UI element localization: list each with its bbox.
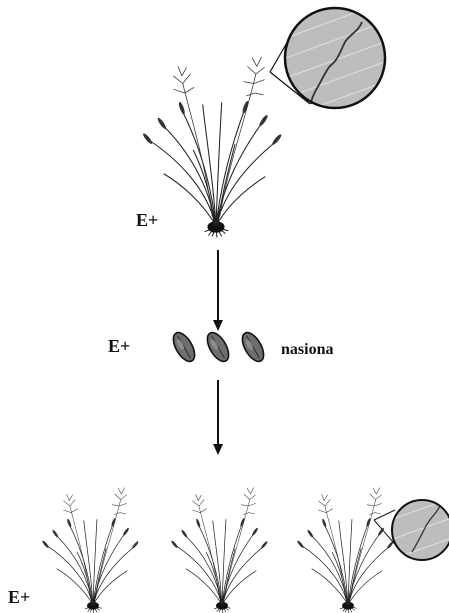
label-seed-e-plus: E+ [108, 336, 130, 357]
offspring-plants [41, 488, 394, 613]
seeds-group [169, 329, 268, 365]
grass-plant-icon [41, 488, 139, 613]
label-parent-e-plus: E+ [136, 210, 158, 231]
grass-plant-icon [170, 488, 268, 613]
small-magnifier-icon [390, 495, 449, 560]
magnifier-icon [280, 0, 390, 120]
label-seed-name: nasiona [281, 341, 333, 359]
arrow-plant-to-seeds [213, 250, 223, 331]
label-offspring-e-plus: E+ [8, 587, 30, 608]
seed-icon [203, 329, 233, 365]
grass-plant-icon [296, 488, 394, 613]
seed-icon [238, 329, 268, 365]
arrow-seeds-to-offspring [213, 380, 223, 455]
parent-plant-icon [142, 57, 283, 238]
seed-icon [169, 329, 199, 365]
